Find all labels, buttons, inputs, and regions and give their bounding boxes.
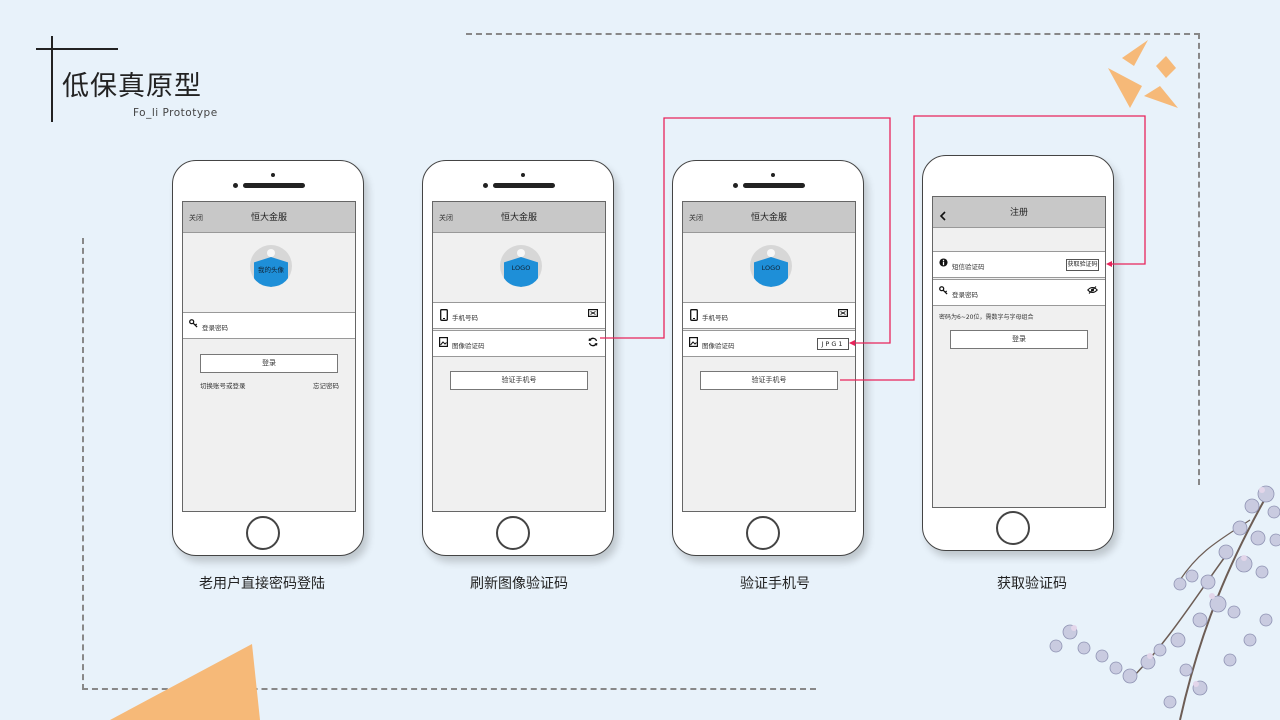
phone-screen: 关闭 恒大金服 LOGO 手机号码 图像验证码 验证手机号 bbox=[432, 201, 606, 512]
phone-speaker bbox=[493, 183, 555, 188]
close-button[interactable]: 关闭 bbox=[189, 214, 203, 222]
dashed-frame-left bbox=[82, 238, 84, 690]
info-icon bbox=[939, 258, 948, 270]
logo-label: LOGO bbox=[761, 264, 781, 272]
home-button bbox=[496, 516, 530, 550]
key-icon bbox=[939, 286, 948, 298]
nav-bar: 关闭 恒大金服 bbox=[183, 202, 355, 233]
phone-icon bbox=[689, 309, 698, 321]
caption-1: 老用户直接密码登陆 bbox=[199, 576, 325, 592]
switch-account-link[interactable]: 切换账号或登录 bbox=[200, 382, 246, 390]
nav-bar: 注册 bbox=[933, 197, 1105, 228]
phone-mockup-3: 关闭 恒大金服 LOGO 手机号码 图像验证码 JPG1 验证手机号 bbox=[672, 160, 864, 556]
connector-verify-to-sms bbox=[840, 115, 1146, 381]
home-button bbox=[996, 511, 1030, 545]
title-cross-horizontal bbox=[36, 48, 118, 50]
caption-3: 验证手机号 bbox=[740, 576, 810, 592]
phone-screen: 关闭 恒大金服 LOGO 手机号码 图像验证码 JPG1 验证手机号 bbox=[682, 201, 856, 512]
logo-label: LOGO bbox=[511, 264, 531, 272]
nav-bar: 关闭 恒大金服 bbox=[683, 202, 855, 233]
flower-branch-decoration bbox=[1049, 485, 1280, 720]
close-button[interactable]: 关闭 bbox=[439, 214, 453, 222]
verify-phone-button[interactable]: 验证手机号 bbox=[450, 371, 588, 390]
title-cross-vertical bbox=[51, 36, 53, 122]
image-icon bbox=[439, 337, 449, 349]
captcha-label: 图像验证码 bbox=[452, 342, 485, 350]
login-button[interactable]: 登录 bbox=[950, 330, 1088, 349]
avatar-label: 我的头像 bbox=[258, 266, 284, 274]
phone-speaker bbox=[743, 183, 805, 188]
close-button[interactable]: 关闭 bbox=[689, 214, 703, 222]
nav-title: 恒大金服 bbox=[250, 213, 287, 223]
password-field[interactable]: 登录密码 bbox=[183, 312, 355, 339]
page-title: 低保真原型 bbox=[62, 71, 202, 102]
phone-number-field[interactable]: 手机号码 bbox=[683, 302, 855, 329]
sms-code-field[interactable]: 短信验证码 获取验证码 bbox=[933, 251, 1105, 278]
phone-number-label: 手机号码 bbox=[452, 314, 478, 322]
phone-camera bbox=[233, 183, 238, 188]
captcha-label: 图像验证码 bbox=[702, 342, 735, 350]
password-label: 登录密码 bbox=[952, 291, 978, 299]
password-hint: 密码为6~20位，需数字与字母组合 bbox=[939, 314, 1034, 321]
forgot-password-link[interactable]: 忘记密码 bbox=[313, 382, 339, 390]
phone-mockup-1: 关闭 恒大金服 我的头像 登录密码 登录 切换账号或登录 忘记密码 bbox=[172, 160, 364, 556]
connector-refresh-to-captcha bbox=[600, 117, 891, 344]
phone-sensor bbox=[271, 173, 275, 177]
phone-sensor bbox=[771, 173, 775, 177]
captcha-field[interactable]: 图像验证码 bbox=[433, 330, 605, 357]
arrowhead-sms bbox=[1106, 261, 1112, 267]
password-field[interactable]: 登录密码 bbox=[933, 279, 1105, 306]
refresh-icon[interactable] bbox=[588, 337, 598, 351]
phone-screen: 关闭 恒大金服 我的头像 登录密码 登录 切换账号或登录 忘记密码 bbox=[182, 201, 356, 512]
nav-title: 恒大金服 bbox=[750, 213, 787, 223]
get-code-button[interactable]: 获取验证码 bbox=[1066, 259, 1099, 271]
back-chevron-icon[interactable] bbox=[939, 206, 947, 225]
logo: LOGO bbox=[500, 245, 542, 287]
avatar: 我的头像 bbox=[250, 245, 292, 287]
phone-icon bbox=[439, 309, 448, 321]
phone-mockup-4: 注册 短信验证码 获取验证码 登录密码 密码为6~20位，需数字与字母组合 登录 bbox=[922, 155, 1114, 551]
dashed-frame-top bbox=[466, 33, 1200, 35]
phone-screen: 注册 短信验证码 获取验证码 登录密码 密码为6~20位，需数字与字母组合 登录 bbox=[932, 196, 1106, 508]
captcha-image[interactable]: JPG1 bbox=[817, 338, 849, 350]
key-icon bbox=[189, 319, 198, 331]
caption-4: 获取验证码 bbox=[997, 576, 1067, 592]
dashed-frame-right bbox=[1198, 33, 1200, 485]
phone-mockup-2: 关闭 恒大金服 LOGO 手机号码 图像验证码 验证手机号 bbox=[422, 160, 614, 556]
phone-number-field[interactable]: 手机号码 bbox=[433, 302, 605, 329]
keyboard-icon[interactable] bbox=[588, 309, 599, 321]
phone-speaker bbox=[243, 183, 305, 188]
eye-off-icon[interactable] bbox=[1087, 286, 1098, 298]
captcha-field[interactable]: 图像验证码 JPG1 bbox=[683, 330, 855, 357]
phone-camera bbox=[483, 183, 488, 188]
home-button bbox=[746, 516, 780, 550]
nav-bar: 关闭 恒大金服 bbox=[433, 202, 605, 233]
page-subtitle: Fo_li Prototype bbox=[133, 107, 218, 119]
home-button bbox=[246, 516, 280, 550]
caption-2: 刷新图像验证码 bbox=[470, 576, 568, 592]
password-label: 登录密码 bbox=[202, 324, 228, 332]
arrowhead-captcha bbox=[849, 340, 855, 346]
orange-decoration-top bbox=[1108, 40, 1178, 108]
image-icon bbox=[689, 337, 699, 349]
phone-number-label: 手机号码 bbox=[702, 314, 728, 322]
keyboard-icon[interactable] bbox=[838, 309, 849, 321]
verify-phone-button[interactable]: 验证手机号 bbox=[700, 371, 838, 390]
orange-decoration-bottom bbox=[110, 644, 260, 720]
sms-code-label: 短信验证码 bbox=[952, 263, 985, 271]
dashed-frame-bottom bbox=[82, 688, 816, 690]
logo: LOGO bbox=[750, 245, 792, 287]
nav-title: 注册 bbox=[1009, 208, 1028, 218]
nav-title: 恒大金服 bbox=[500, 213, 537, 223]
phone-camera bbox=[733, 183, 738, 188]
login-button[interactable]: 登录 bbox=[200, 354, 338, 373]
phone-sensor bbox=[521, 173, 525, 177]
